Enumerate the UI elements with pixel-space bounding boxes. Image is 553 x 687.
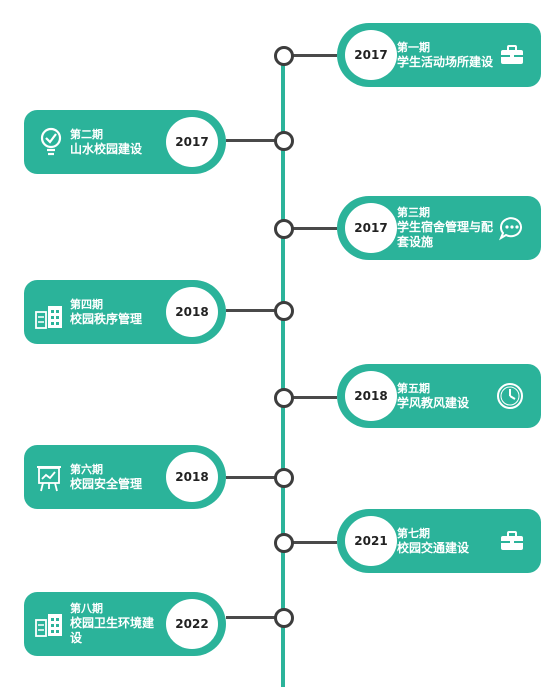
speech-bubble-icon [497,213,527,243]
phase-title: 学风教风建设 [397,395,470,410]
connector [285,227,337,230]
briefcase-icon [497,526,527,556]
connector [226,476,282,479]
phase-title: 校园秩序管理 [70,311,143,326]
connector [226,309,282,312]
presentation-board-icon [34,463,64,493]
phase-text: 第七期 校园交通建设 [397,517,493,565]
phase-card-2: 第二期 山水校园建设 2017 [24,110,226,174]
lightbulb-icon [36,126,66,156]
timeline-line [281,52,285,687]
connector [285,541,337,544]
phase-label: 第二期 [70,127,103,141]
timeline-node [274,131,294,151]
year-badge: 2017 [166,117,218,167]
phase-text: 第五期 学风教风建设 [397,372,493,420]
timeline-node [274,46,294,66]
phase-title: 学生活动场所建设 [397,54,494,69]
year-badge: 2017 [345,203,397,253]
phase-text: 第四期 校园秩序管理 [70,288,164,336]
phase-label: 第七期 [397,526,430,540]
phase-title: 学生宿舍管理与配套设施 [397,220,494,249]
phase-label: 第四期 [70,297,103,311]
phase-title: 校园卫生环境建设 [70,616,155,645]
year-badge: 2022 [166,599,218,649]
building-icon [34,612,64,642]
timeline-node [274,533,294,553]
timeline-node [274,468,294,488]
phase-label: 第八期 [70,602,103,615]
building-icon [34,304,64,334]
phase-title: 山水校园建设 [70,141,143,156]
connector [226,139,282,142]
phase-text: 第三期 学生宿舍管理与配套设施 [397,204,493,252]
phase-text: 第二期 山水校园建设 [70,118,164,166]
phase-card-1: 2017 第一期 学生活动场所建设 [337,23,541,87]
phase-text: 第八期 校园卫生环境建设 [70,597,164,651]
year-badge: 2018 [166,452,218,502]
phase-label: 第三期 [397,206,430,219]
year-badge: 2017 [345,30,397,80]
year-badge: 2021 [345,516,397,566]
phase-text: 第一期 学生活动场所建设 [397,31,493,79]
phase-title: 校园交通建设 [397,540,470,555]
phase-card-4: 第四期 校园秩序管理 2018 [24,280,226,344]
connector [285,396,337,399]
timeline-node [274,301,294,321]
phase-title: 校园安全管理 [70,476,143,491]
phase-card-3: 2017 第三期 学生宿舍管理与配套设施 [337,196,541,260]
connector [226,616,282,619]
phase-label: 第六期 [70,462,103,476]
phase-card-6: 第六期 校园安全管理 2018 [24,445,226,509]
phase-label: 第一期 [397,40,430,54]
phase-label: 第五期 [397,381,430,395]
phase-card-5: 2018 第五期 学风教风建设 [337,364,541,428]
year-badge: 2018 [345,371,397,421]
timeline-node [274,608,294,628]
timeline-node [274,388,294,408]
phase-card-8: 第八期 校园卫生环境建设 2022 [24,592,226,656]
timeline-node [274,219,294,239]
phase-card-7: 2021 第七期 校园交通建设 [337,509,541,573]
year-badge: 2018 [166,287,218,337]
phase-text: 第六期 校园安全管理 [70,453,164,501]
connector [285,54,337,57]
clock-icon [495,381,525,411]
briefcase-icon [497,40,527,70]
